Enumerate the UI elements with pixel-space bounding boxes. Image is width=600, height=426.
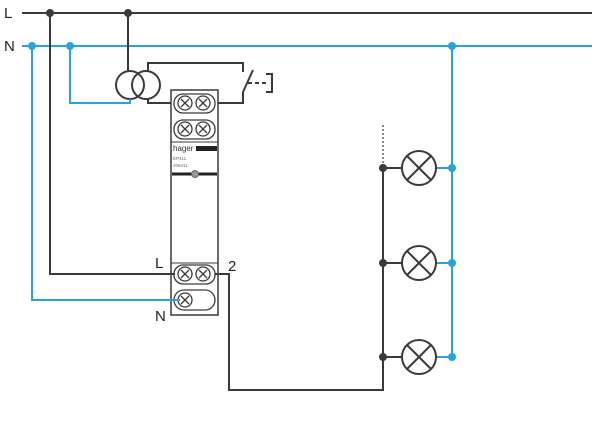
device-model: EP411 (173, 156, 187, 161)
pushbutton-switch-symbol (147, 62, 273, 104)
junction-dots (28, 9, 456, 50)
lamp-3 (379, 339, 456, 375)
device-ref: 206411 (173, 163, 188, 168)
line-feed-wire (49, 13, 175, 275)
neutral-feed-wire (31, 46, 180, 301)
lamp-2 (379, 245, 456, 281)
device-brand: hager (173, 144, 194, 153)
device-terminal-N-label: N (155, 308, 166, 325)
device-terminal-2-label: 2 (228, 258, 236, 275)
lamp-1 (379, 150, 456, 186)
label-neutral: N (4, 38, 15, 55)
output-wire (215, 168, 384, 391)
device-terminal-L-label: L (155, 255, 163, 272)
label-line: L (4, 5, 12, 22)
transformer-symbol (69, 13, 161, 104)
terminal-screws (173, 93, 216, 311)
hager-ep411-device: hager EP411 206411 (170, 89, 219, 316)
